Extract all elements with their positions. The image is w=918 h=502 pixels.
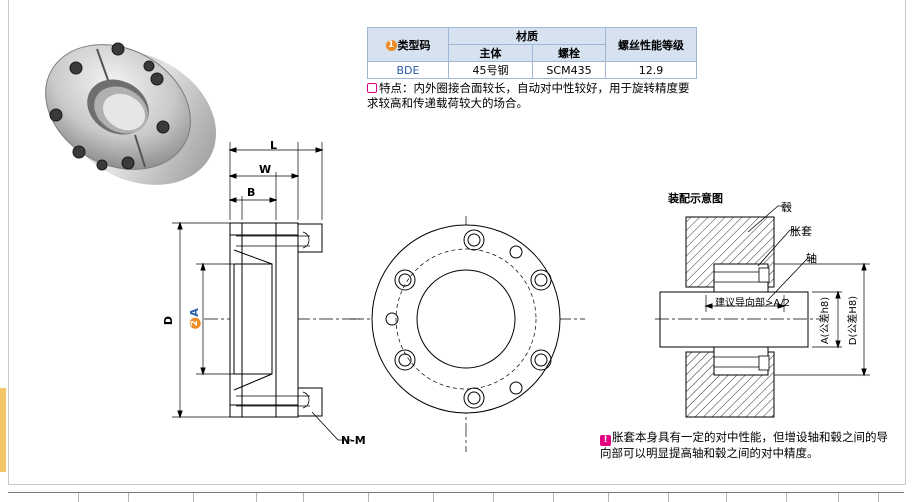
dim-L-label: L [270,139,278,152]
grade-header: 螺丝性能等级 [605,27,697,62]
warning-icon: ! [600,435,611,446]
bolt-header: 螺栓 [532,44,606,62]
feature-text-content: 特点：内外圈接合面较长，自动对中性较好，用于旋转精度要求较高和传递载荷较大的场合… [367,81,690,110]
number-badge: 2 [189,317,201,329]
dim-W-label: W [259,163,272,176]
dim-A-label: 2A [188,308,201,329]
assembly-view [655,205,870,418]
note-text-content: 胀套本身具有一定的对中性能，但增设轴和毂之间的导向部可以明显提高轴和毂之间的对中… [600,430,888,460]
feature-marker-icon [367,83,377,93]
material-header: 材质 [448,27,606,45]
body-header: 主体 [448,44,533,62]
guide-label: 建议导向部>A/2 [715,298,790,309]
front-view [350,216,585,452]
feature-text: 特点：内外圈接合面较长，自动对中性较好，用于旋转精度要求较高和传递载荷较大的场合… [367,81,697,111]
screw-label: N-M [341,434,366,447]
sleeve-label: 胀套 [790,225,812,238]
product-photo [45,42,217,185]
bottom-rule [8,492,904,493]
shaft-label: 轴 [806,252,817,265]
bottom-table-edge [8,493,904,502]
assembly-title: 装配示意图 [668,192,723,205]
type-cell[interactable]: BDE [367,61,449,79]
dim-D-label: D [162,315,176,326]
side-tab[interactable] [0,388,6,472]
number-badge: 1 [385,40,397,51]
body-material-cell: 45号钢 [448,61,533,79]
bolt-material-cell: SCM435 [532,61,606,79]
hub-dim-label: D(公差H8) [848,295,860,346]
grade-cell: 12.9 [605,61,697,79]
dim-A-text: A [187,308,201,317]
table-row: BDE 45号钢 SCM435 12.9 [367,61,697,79]
note-text: !胀套本身具有一定的对中性能，但增设轴和毂之间的导向部可以明显提高轴和毂之间的对… [600,430,890,460]
type-code-header-label: 类型码 [397,38,431,52]
shaft-dim-label: A(公差h8) [820,296,832,345]
side-section-view [172,142,360,441]
hub-label: 毂 [781,201,792,214]
dim-B-label: B [247,186,256,199]
